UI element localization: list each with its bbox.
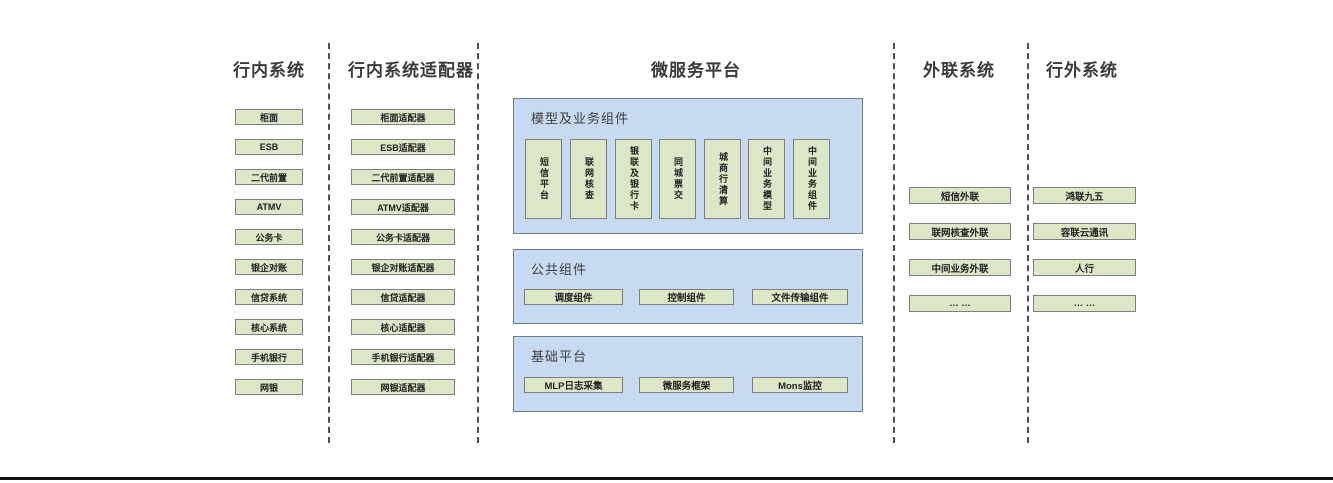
component-box: 控制组件 <box>639 289 734 305</box>
component-box: Mons监控 <box>752 377 848 393</box>
internal-system-box: 信贷系统 <box>235 289 303 305</box>
adapter-box: 核心适配器 <box>351 319 455 335</box>
adapter-box: 网银适配器 <box>351 379 455 395</box>
component-box: 城商行清算 <box>704 139 741 219</box>
panel-model-business-components: 模型及业务组件 短信平台 联网核查 银联及银行卡 同城票交 城商行清算 中间业务… <box>513 98 863 234</box>
column-header-external-systems: 行外系统 <box>1046 61 1118 80</box>
adapter-box: 银企对账适配器 <box>351 259 455 275</box>
component-box: 调度组件 <box>524 289 623 305</box>
external-system-box: … … <box>1033 295 1136 312</box>
outreach-system-box: 联网核查外联 <box>909 223 1011 240</box>
column-separator <box>328 43 330 443</box>
internal-system-box: ESB <box>235 139 303 155</box>
outreach-system-box: … … <box>909 295 1011 312</box>
internal-system-box: 网银 <box>235 379 303 395</box>
component-box: 短信平台 <box>525 139 562 219</box>
panel-common-components: 公共组件 调度组件 控制组件 文件传输组件 <box>513 249 863 324</box>
outreach-system-box: 中间业务外联 <box>909 259 1011 276</box>
column-header-microservice-platform: 微服务平台 <box>651 61 741 80</box>
internal-system-box: 公务卡 <box>235 229 303 245</box>
panel-title: 模型及业务组件 <box>531 111 630 126</box>
panel-title: 公共组件 <box>531 262 588 277</box>
component-box: 中间业务模型 <box>748 139 785 219</box>
adapter-box: ATMV适配器 <box>351 199 455 215</box>
internal-system-box: 银企对账 <box>235 259 303 275</box>
component-box: 中间业务组件 <box>793 139 830 219</box>
internal-system-box: 手机银行 <box>235 349 303 365</box>
component-box: 同城票交 <box>659 139 696 219</box>
column-separator <box>893 43 895 443</box>
bottom-divider <box>0 477 1333 480</box>
component-box: 联网核查 <box>570 139 607 219</box>
component-box: MLP日志采集 <box>524 377 623 393</box>
column-header-internal-adapters: 行内系统适配器 <box>348 61 474 80</box>
panel-title: 基础平台 <box>531 349 588 364</box>
internal-system-box: ATMV <box>235 199 303 215</box>
component-box: 银联及银行卡 <box>615 139 652 219</box>
adapter-box: 信贷适配器 <box>351 289 455 305</box>
component-box: 微服务框架 <box>639 377 734 393</box>
external-system-box: 容联云通讯 <box>1033 223 1136 240</box>
adapter-box: 二代前置适配器 <box>351 169 455 185</box>
external-system-box: 鸿联九五 <box>1033 187 1136 204</box>
internal-system-box: 二代前置 <box>235 169 303 185</box>
external-system-box: 人行 <box>1033 259 1136 276</box>
adapter-box: 柜面适配器 <box>351 109 455 125</box>
adapter-box: ESB适配器 <box>351 139 455 155</box>
component-box: 文件传输组件 <box>752 289 848 305</box>
column-separator <box>1027 43 1029 443</box>
adapter-box: 公务卡适配器 <box>351 229 455 245</box>
adapter-box: 手机银行适配器 <box>351 349 455 365</box>
panel-base-platform: 基础平台 MLP日志采集 微服务框架 Mons监控 <box>513 336 863 412</box>
column-header-outreach-systems: 外联系统 <box>923 61 995 80</box>
column-header-internal-systems: 行内系统 <box>233 61 305 80</box>
internal-system-box: 核心系统 <box>235 319 303 335</box>
outreach-system-box: 短信外联 <box>909 187 1011 204</box>
column-separator <box>477 43 479 443</box>
internal-system-box: 柜面 <box>235 109 303 125</box>
